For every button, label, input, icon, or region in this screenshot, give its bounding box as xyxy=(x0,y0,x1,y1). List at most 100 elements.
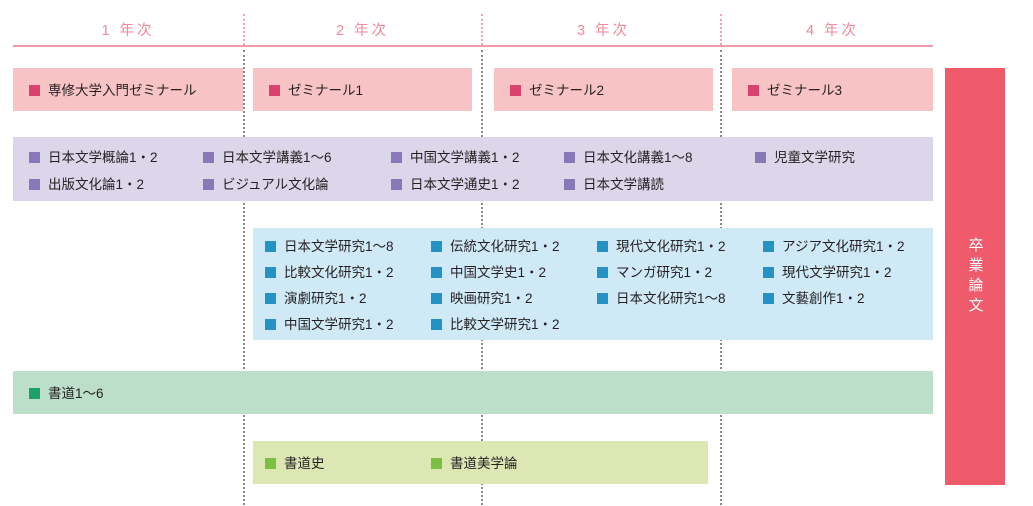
square-bullet-icon xyxy=(269,85,280,97)
seminar-band-year4: ゼミナール3 xyxy=(732,68,933,111)
square-bullet-icon xyxy=(510,85,521,97)
seminar-band-year2: ゼミナール1 xyxy=(253,68,472,111)
square-bullet-icon xyxy=(431,241,442,253)
course-label: 映画研究1・2 xyxy=(450,291,533,306)
year-label-2: 2 年次 xyxy=(335,23,390,39)
square-bullet-icon xyxy=(597,293,608,305)
course-label: 日本文学講読 xyxy=(583,177,664,192)
square-bullet-icon xyxy=(597,241,608,253)
course-item: 比較文化研究1・2 xyxy=(265,266,394,280)
course-item: 出版文化論1・2 xyxy=(29,178,144,192)
course-item: 演劇研究1・2 xyxy=(265,292,367,306)
square-bullet-icon xyxy=(431,267,442,279)
square-bullet-icon xyxy=(763,241,774,253)
seminar-band-year3: ゼミナール2 xyxy=(494,68,713,111)
square-bullet-icon xyxy=(564,179,575,191)
course-label: 出版文化論1・2 xyxy=(48,177,145,192)
course-item: 日本文化研究1〜8 xyxy=(597,292,726,306)
course-label: 日本文学講義1〜6 xyxy=(222,150,332,165)
square-bullet-icon xyxy=(431,293,442,305)
square-bullet-icon xyxy=(391,152,402,164)
square-bullet-icon xyxy=(431,458,442,470)
square-bullet-icon xyxy=(763,293,774,305)
course-item: アジア文化研究1・2 xyxy=(763,240,904,254)
course-label: 日本文学通史1・2 xyxy=(410,177,520,192)
course-label: 書道史 xyxy=(284,456,325,471)
year-label-4: 4 年次 xyxy=(805,23,860,39)
course-label: 書道1〜6 xyxy=(48,386,104,401)
year-label-3: 3 年次 xyxy=(576,23,631,39)
course-item: 伝統文化研究1・2 xyxy=(431,240,560,254)
course-label: 日本文学概論1・2 xyxy=(48,150,158,165)
calligraphy-theory-band: 書道史 書道美学論 xyxy=(253,441,708,484)
course-item: 現代文化研究1・2 xyxy=(597,240,726,254)
course-item: 日本文学通史1・2 xyxy=(391,178,520,192)
year-divider-3-top xyxy=(720,14,722,45)
course-item: 日本文学講読 xyxy=(564,178,664,192)
square-bullet-icon xyxy=(29,388,40,400)
course-item: 児童文学研究 xyxy=(755,151,855,165)
course-item: 日本文学概論1・2 xyxy=(29,151,158,165)
square-bullet-icon xyxy=(203,179,214,191)
course-item: 映画研究1・2 xyxy=(431,292,533,306)
course-item: 書道史 xyxy=(265,457,325,471)
year-label-1: 1 年次 xyxy=(101,23,155,39)
square-bullet-icon xyxy=(564,152,575,164)
course-label: 日本文学研究1〜8 xyxy=(284,239,394,254)
course-label: マンガ研究1・2 xyxy=(616,265,713,280)
seminar-band-year1: 専修大学入門ゼミナール xyxy=(13,68,243,111)
course-label: 専修大学入門ゼミナール xyxy=(48,83,197,98)
course-label: 現代文学研究1・2 xyxy=(782,265,892,280)
square-bullet-icon xyxy=(763,267,774,279)
year-divider-1-top xyxy=(243,14,245,45)
course-label: 比較文学研究1・2 xyxy=(450,317,560,332)
course-item: ゼミナール1 xyxy=(269,84,363,98)
year-divider-1 xyxy=(243,50,245,505)
course-item: 文藝創作1・2 xyxy=(763,292,865,306)
course-label: 中国文学研究1・2 xyxy=(284,317,394,332)
square-bullet-icon xyxy=(265,319,276,331)
course-label: 中国文学講義1・2 xyxy=(410,150,520,165)
square-bullet-icon xyxy=(265,241,276,253)
lecture-band: 日本文学概論1・2 出版文化論1・2 日本文学講義1〜6 ビジュアル文化論 中国… xyxy=(13,137,933,201)
course-item: ビジュアル文化論 xyxy=(203,178,329,192)
graduation-thesis-band: 卒業論文 xyxy=(945,68,1005,485)
square-bullet-icon xyxy=(265,293,276,305)
course-item: マンガ研究1・2 xyxy=(597,266,712,280)
course-label: 児童文学研究 xyxy=(774,150,855,165)
square-bullet-icon xyxy=(431,319,442,331)
year-divider-2-top xyxy=(481,14,483,45)
course-item: 中国文学史1・2 xyxy=(431,266,546,280)
course-item: 専修大学入門ゼミナール xyxy=(29,84,197,98)
square-bullet-icon xyxy=(29,179,40,191)
square-bullet-icon xyxy=(391,179,402,191)
graduation-thesis-label: 卒業論文 xyxy=(966,236,984,317)
course-label: ビジュアル文化論 xyxy=(222,177,329,192)
header-divider-rule xyxy=(13,45,933,47)
course-item: 書道美学論 xyxy=(431,457,518,471)
course-label: 現代文化研究1・2 xyxy=(616,239,726,254)
course-label: ゼミナール2 xyxy=(529,83,605,98)
course-item: ゼミナール2 xyxy=(510,84,604,98)
course-label: 演劇研究1・2 xyxy=(284,291,367,306)
course-item: 中国文学講義1・2 xyxy=(391,151,520,165)
course-label: アジア文化研究1・2 xyxy=(782,239,905,254)
square-bullet-icon xyxy=(597,267,608,279)
course-label: 日本文化研究1〜8 xyxy=(616,291,726,306)
square-bullet-icon xyxy=(29,85,40,97)
square-bullet-icon xyxy=(748,85,759,97)
course-label: 日本文化講義1〜8 xyxy=(583,150,693,165)
course-item: 現代文学研究1・2 xyxy=(763,266,892,280)
course-item: 日本文学講義1〜6 xyxy=(203,151,332,165)
square-bullet-icon xyxy=(29,152,40,164)
course-item: ゼミナール3 xyxy=(748,84,842,98)
course-label: 伝統文化研究1・2 xyxy=(450,239,560,254)
course-item: 日本文化講義1〜8 xyxy=(564,151,693,165)
course-item: 書道1〜6 xyxy=(29,387,104,401)
course-label: 比較文化研究1・2 xyxy=(284,265,394,280)
course-label: 書道美学論 xyxy=(450,456,518,471)
course-label: ゼミナール3 xyxy=(767,83,843,98)
course-item: 日本文学研究1〜8 xyxy=(265,240,394,254)
course-label: 文藝創作1・2 xyxy=(782,291,865,306)
